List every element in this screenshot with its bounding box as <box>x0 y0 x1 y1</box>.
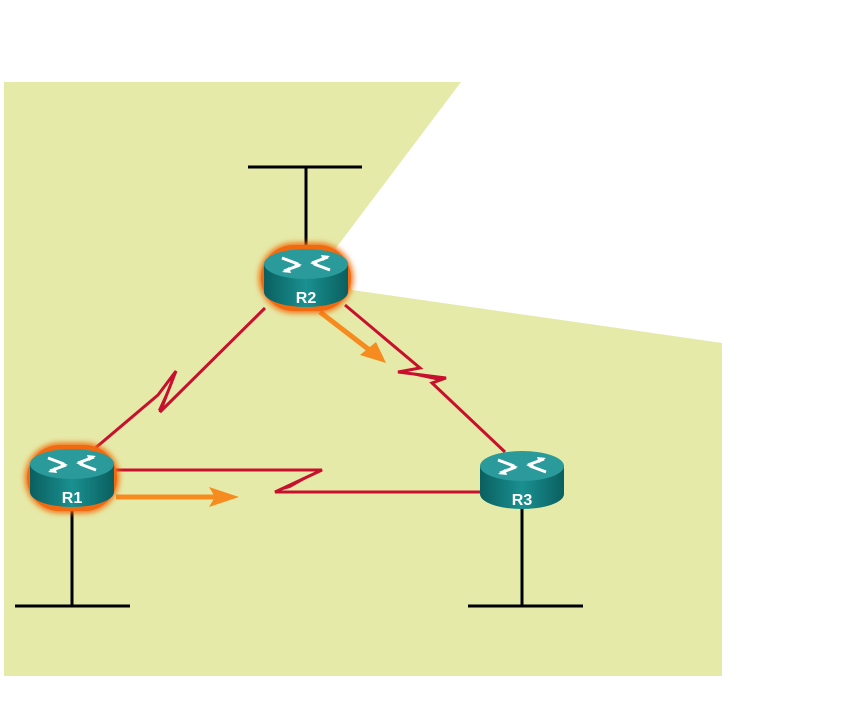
routing-area <box>4 82 722 676</box>
serial-zigzag-r1-r2 <box>158 371 176 412</box>
router-label: R1 <box>62 490 83 507</box>
router-r3[interactable]: R3 <box>478 449 566 511</box>
lan-segments <box>15 165 583 608</box>
router-label: R2 <box>296 290 317 307</box>
router-label: R3 <box>512 492 533 509</box>
update-arrow-r1 <box>116 487 239 507</box>
router-r2[interactable]: R2 <box>259 243 353 313</box>
update-arrow-r2 <box>318 310 386 363</box>
router-r1[interactable]: R1 <box>25 443 119 513</box>
serial-zigzag-r2-r3 <box>398 372 446 381</box>
serial-zigzag-r1-r3 <box>275 470 322 492</box>
